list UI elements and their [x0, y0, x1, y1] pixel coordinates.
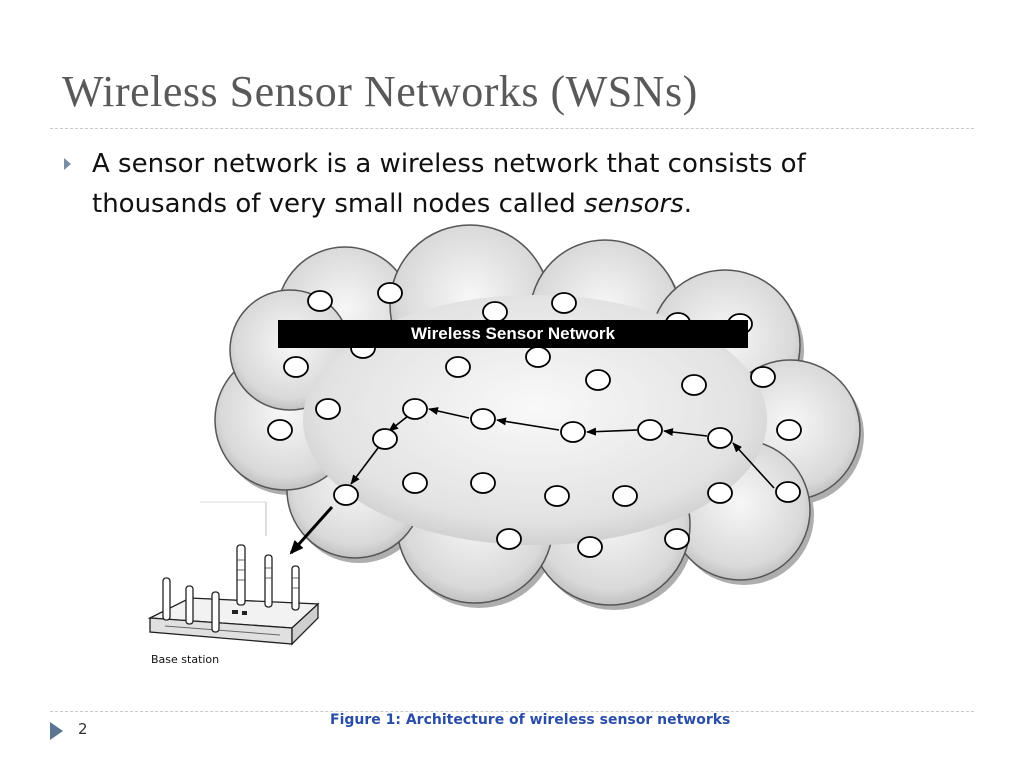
page-number: 2 — [78, 720, 88, 738]
page-marker-icon — [50, 722, 63, 740]
sensor-node — [776, 419, 802, 441]
sensor-node — [775, 481, 801, 503]
sensor-node — [585, 369, 611, 391]
sensor-node — [612, 485, 638, 507]
sensor-node — [707, 427, 733, 449]
network-cloud — [214, 224, 864, 610]
sensor-node — [560, 421, 586, 443]
sensor-node — [707, 482, 733, 504]
sensor-node — [445, 356, 471, 378]
base-station-label: Base station — [151, 653, 220, 666]
sensor-node — [315, 398, 341, 420]
bullet-text-italic: sensors — [584, 189, 684, 219]
footer-divider — [50, 711, 974, 712]
sensor-node — [664, 528, 690, 550]
sensor-node — [377, 282, 403, 304]
sensor-node — [551, 292, 577, 314]
network-label: Wireless Sensor Network — [278, 320, 748, 348]
sensor-node — [402, 398, 428, 420]
sensor-node — [333, 484, 359, 506]
sensor-node — [482, 301, 508, 323]
slide-title: Wireless Sensor Networks (WSNs) — [62, 67, 698, 116]
sensor-node — [681, 374, 707, 396]
routing-paths — [289, 407, 775, 555]
sensor-node — [283, 356, 309, 378]
sensor-node — [525, 346, 551, 368]
base-station-icon — [147, 501, 320, 646]
sensor-node — [307, 290, 333, 312]
sensor-node — [544, 485, 570, 507]
sensor-node — [750, 366, 776, 388]
bullet-arrow-icon — [64, 158, 71, 170]
title-divider — [50, 128, 974, 129]
bullet-text-main: A sensor network is a wireless network t… — [92, 149, 806, 219]
bullet-text: A sensor network is a wireless network t… — [92, 144, 912, 224]
sensor-node — [637, 419, 663, 441]
figure-caption: Figure 1: Architecture of wireless senso… — [330, 712, 731, 728]
sensor-node — [470, 472, 496, 494]
sensor-node — [577, 536, 603, 558]
bullet-text-end: . — [683, 189, 693, 219]
sensor-node — [372, 428, 398, 450]
sensor-nodes — [267, 282, 802, 558]
sensor-node — [267, 419, 293, 441]
sensor-node — [402, 472, 428, 494]
sensor-node — [496, 528, 522, 550]
sensor-node — [470, 408, 496, 430]
